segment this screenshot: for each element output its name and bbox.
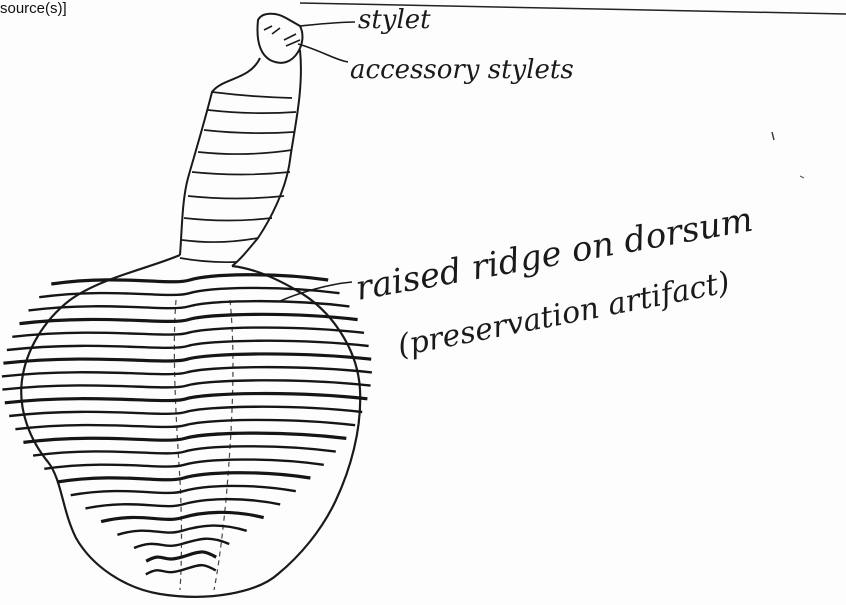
body-band	[5, 394, 368, 403]
body-band	[71, 486, 296, 495]
neck-band	[180, 258, 236, 262]
label-accessory-stylets: accessory stylets	[350, 55, 574, 85]
body-band	[12, 328, 364, 337]
head-outline	[258, 14, 303, 63]
body-band	[15, 420, 355, 429]
neck-band	[188, 196, 284, 199]
body-band	[86, 499, 281, 508]
leader-stylet	[300, 22, 355, 26]
neck-band	[208, 110, 296, 113]
body-segments	[2, 275, 372, 575]
neck-right-edge	[232, 50, 301, 266]
neck-band	[182, 238, 258, 242]
body-band	[51, 275, 328, 284]
neck-segments	[180, 92, 296, 262]
neck-band	[198, 150, 292, 154]
body-band	[57, 473, 311, 482]
body-band	[9, 407, 362, 416]
label-stylet: stylet	[358, 5, 431, 35]
body-band	[2, 367, 372, 376]
body-band	[7, 341, 369, 350]
neck-band	[192, 172, 290, 175]
dorsal-ridge-line	[174, 300, 181, 590]
body-band	[20, 314, 358, 323]
stylet-marks	[264, 26, 300, 46]
body-band	[3, 354, 371, 363]
stray-mark	[772, 132, 774, 140]
dorsal-ridge-line-2	[214, 300, 233, 590]
body-band	[2, 380, 370, 389]
stray-mark-2	[800, 176, 804, 178]
neck-left-edge	[180, 58, 260, 255]
body-band	[44, 460, 324, 469]
neck-band	[204, 130, 294, 133]
neck-band	[212, 92, 292, 98]
body-band	[117, 526, 246, 535]
leader-accessory-stylets	[298, 44, 348, 62]
neck-band	[184, 218, 272, 221]
body-band	[23, 433, 346, 442]
body-band	[101, 512, 264, 521]
body-band	[33, 446, 336, 455]
body-band	[29, 301, 350, 310]
